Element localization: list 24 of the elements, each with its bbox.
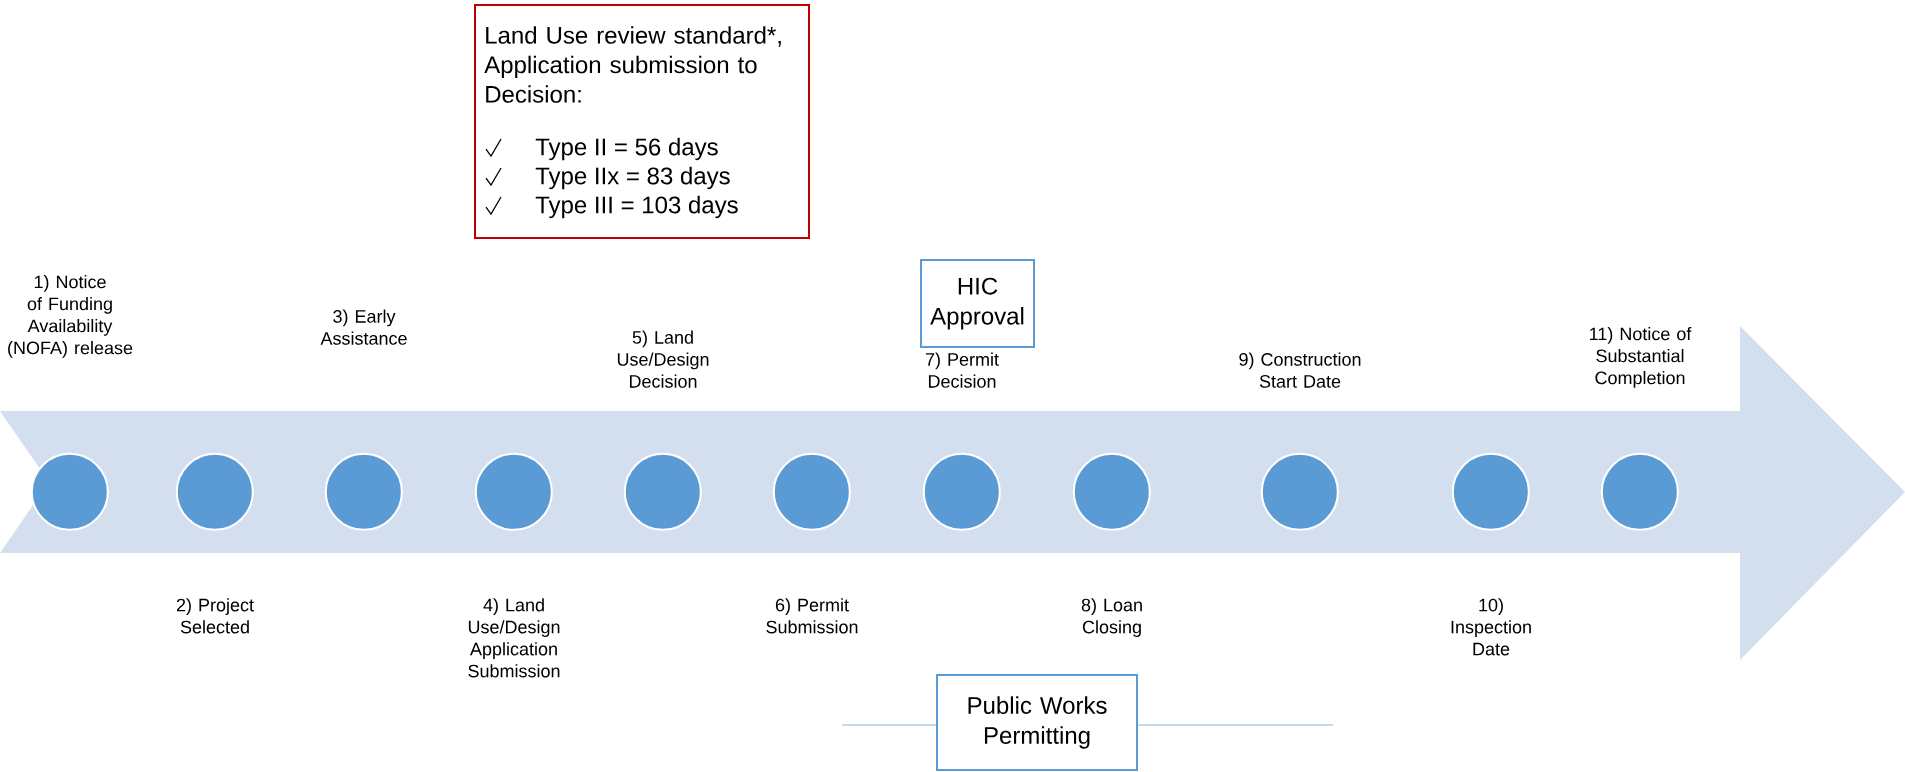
approval-box: HIC Approval [920, 259, 1035, 348]
milestone-label: 6) Permit Submission [766, 598, 858, 634]
milestone-circle [474, 452, 553, 531]
milestone-circle [922, 452, 1001, 531]
milestone-circle [1072, 452, 1151, 531]
milestone-circle [1451, 452, 1530, 531]
milestone-circle [772, 452, 851, 531]
milestone-label: 4) Land Use/Design Application Submission [468, 598, 560, 678]
milestone-label: 5) Land Use/Design Decision [617, 330, 709, 388]
milestone-circle [175, 452, 254, 531]
milestone-label: 10) Inspection Date [1451, 598, 1531, 656]
milestone-label: 3) Early Assistance [320, 309, 407, 345]
milestone-label: 1) Notice of Funding Availability (NOFA) release [8, 275, 133, 358]
milestone-circle [623, 452, 702, 531]
milestone-label: 2) Project Selected [176, 598, 254, 634]
milestone-label: 11) Notice of Substantial Completion [1590, 327, 1692, 388]
milestone-label: 9) Construction Start Date [1239, 352, 1361, 388]
milestone-circle [1260, 452, 1339, 531]
milestone-circle [324, 452, 403, 531]
milestone-circle [30, 452, 109, 531]
note-box: Land Use review standard*, Application submission to Decision: Type II = 56 days Type IIx = 83 days Type III = 103 days [474, 4, 810, 239]
milestone-circle [1600, 452, 1679, 531]
permitting-box: Public Works Permitting [936, 674, 1138, 771]
milestone-label: 8) Loan Closing [1081, 598, 1142, 637]
